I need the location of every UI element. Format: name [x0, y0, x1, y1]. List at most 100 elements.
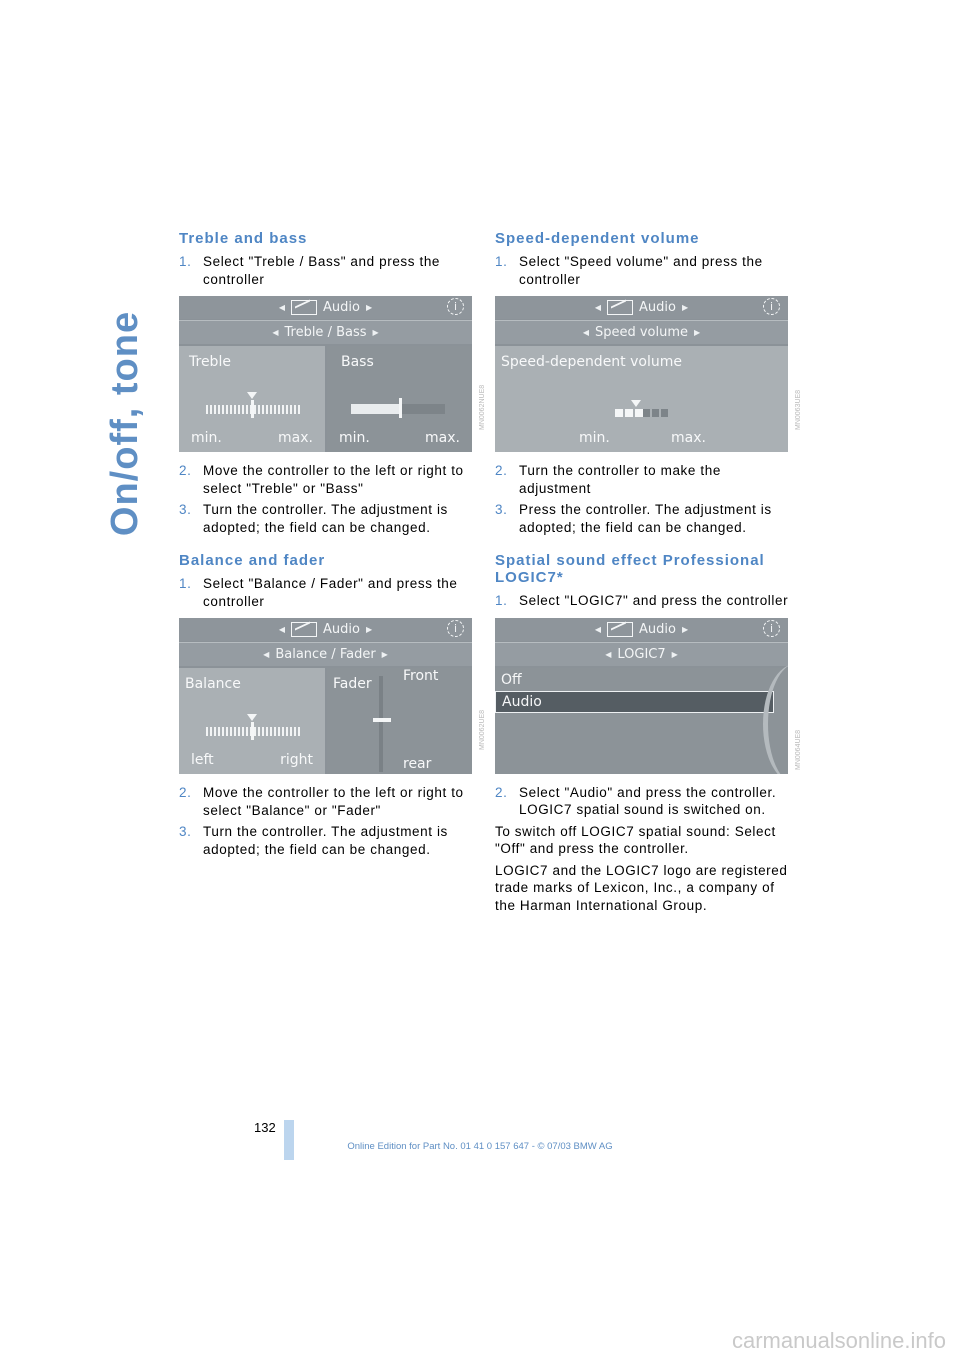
step-text: Press the controller. The adjustment is … — [519, 502, 772, 535]
speed-level-empty — [643, 409, 669, 417]
left-arrow-icon: ◀ — [594, 624, 602, 634]
list-item-off: Off — [501, 671, 522, 688]
step-number: 1. — [495, 593, 508, 608]
treble-bass-screen: ◀ Audio ▶ i ◀ Treble / Bass ▶ Treble min… — [179, 296, 472, 452]
balance-heading: Balance and fader — [179, 552, 326, 569]
bass-track — [401, 404, 445, 414]
balance-right-label: right — [280, 752, 313, 768]
right-arrow-icon: ▶ — [681, 303, 689, 312]
bass-indicator — [399, 398, 402, 418]
treble-marker-icon — [247, 392, 257, 399]
screen-title: Audio — [323, 300, 360, 315]
fader-label: Fader — [333, 676, 372, 692]
footer-edition: Online Edition for Part No. 01 41 0 157 … — [347, 1141, 613, 1152]
logic7-screen: ◀ Audio ▶ i ◀ LOGIC7 ▶ Off Audio — [495, 617, 788, 774]
step-text: Turn the controller. The adjustment is a… — [203, 502, 448, 535]
treble-panel: Treble min. max. — [179, 346, 325, 452]
left-arrow-icon: ◀ — [272, 328, 279, 337]
left-arrow-icon: ◀ — [582, 328, 589, 337]
balance-left-label: left — [191, 752, 214, 768]
bass-panel: Bass min. max. — [327, 346, 472, 452]
left-arrow-icon: ◀ — [594, 303, 602, 312]
right-arrow-icon: ▶ — [694, 328, 701, 337]
balance-step-1: 1. Select "Balance / Fader" and press th… — [179, 575, 475, 610]
right-arrow-icon: ▶ — [365, 625, 373, 634]
logic7-step-2: 2. Select "Audio" and press the controll… — [495, 784, 791, 819]
right-column: Speed-dependent volume 1. Select "Speed … — [495, 230, 802, 918]
right-arrow-icon: ▶ — [381, 650, 388, 659]
step-text: Move the controller to the left or right… — [203, 463, 464, 496]
figure-code: MN0063UE8 — [795, 389, 802, 430]
fader-track — [379, 676, 383, 772]
speed-step-3: 3. Press the controller. The adjustment … — [495, 501, 791, 536]
side-title-text: On/off, tone — [104, 310, 147, 536]
screen-subtitle: Balance / Fader — [275, 647, 376, 662]
audio-icon — [607, 300, 634, 315]
section-side-title: On/off, tone — [96, 228, 156, 618]
balance-indicator — [251, 722, 254, 740]
speed-volume-screen: ◀ Audio ▶ i ◀ Speed volume ▶ Speed-depen… — [495, 296, 788, 452]
screen-subheader: ◀ Treble / Bass ▶ — [179, 320, 472, 344]
fader-rear-label: rear — [403, 756, 432, 772]
treble-min-label: min. — [191, 430, 222, 446]
fader-panel: Fader Front rear — [327, 668, 472, 774]
figure-code: MN0064UE8 — [795, 729, 802, 770]
right-arrow-icon: ▶ — [372, 328, 379, 337]
screen-subtitle: LOGIC7 — [617, 646, 666, 662]
step-number: 2. — [179, 785, 192, 800]
left-arrow-icon: ◀ — [605, 649, 612, 659]
fader-indicator — [373, 718, 391, 722]
treble-label: Treble — [189, 354, 231, 370]
speed-panel: Speed-dependent volume min. max. — [495, 346, 788, 452]
treble-indicator — [251, 400, 254, 418]
step-text: Select "Treble / Bass" and press the con… — [203, 254, 441, 287]
audio-icon — [291, 622, 318, 637]
step-number: 1. — [179, 576, 192, 591]
treble-step-1: 1. Select "Treble / Bass" and press the … — [179, 253, 475, 288]
screen-subheader: ◀ Speed volume ▶ — [495, 320, 788, 344]
treble-step-3: 3. Turn the controller. The adjustment i… — [179, 501, 475, 536]
step-text: Select "Audio" and press the controller.… — [519, 784, 777, 818]
treble-max-label: max. — [278, 430, 313, 446]
screen-header: ◀ Audio ▶ i — [495, 617, 788, 641]
step-text: Move the controller to the left or right… — [203, 785, 464, 818]
bass-fill — [351, 404, 401, 414]
step-number: 3. — [179, 502, 192, 517]
logic7-trademark-note: LOGIC7 and the LOGIC7 logo are registere… — [495, 862, 788, 913]
screen-header: ◀ Audio ▶ i — [495, 296, 788, 319]
step-text: Select "Balance / Fader" and press the c… — [203, 576, 458, 609]
scroll-arc — [763, 663, 788, 774]
screen-subtitle: Speed volume — [594, 325, 689, 340]
logic7-list-panel: Off Audio — [495, 663, 788, 774]
bass-min-label: min. — [339, 430, 370, 446]
watermark: carmanualsonline.info — [731, 1328, 946, 1353]
balance-label: Balance — [185, 676, 241, 692]
right-arrow-icon: ▶ — [681, 624, 689, 634]
fader-front-label: Front — [403, 668, 439, 684]
audio-icon — [607, 621, 634, 637]
screen-header: ◀ Audio ▶ i — [179, 296, 472, 319]
screen-title: Audio — [639, 621, 676, 637]
balance-panel: Balance left right — [179, 668, 325, 774]
bass-max-label: max. — [425, 430, 460, 446]
list-item-audio-selected: Audio — [495, 690, 774, 713]
figure-code: MN0062NUE8 — [479, 384, 486, 430]
step-text: Select "LOGIC7" and press the controller — [519, 593, 789, 608]
speed-max-label: max. — [671, 430, 706, 446]
screen-subtitle: Treble / Bass — [284, 325, 367, 340]
right-arrow-icon: ▶ — [671, 649, 678, 659]
right-arrow-icon: ▶ — [365, 303, 373, 312]
treble-heading: Treble and bass — [179, 230, 308, 247]
step-number: 2. — [495, 463, 508, 478]
info-icon: i — [763, 619, 780, 637]
balance-fader-screen: ◀ Audio ▶ i ◀ Balance / Fader ▶ Balance … — [179, 618, 472, 774]
step-text: Turn the controller to make the adjustme… — [519, 463, 721, 496]
speed-step-2: 2. Turn the controller to make the adjus… — [495, 462, 791, 497]
speed-step-1: 1. Select "Speed volume" and press the c… — [495, 253, 791, 288]
speed-min-label: min. — [579, 430, 610, 446]
balance-step-2: 2. Move the controller to the left or ri… — [179, 784, 475, 819]
logic7-step-1: 1. Select "LOGIC7" and press the control… — [495, 592, 791, 610]
page-accent-bar — [284, 1120, 294, 1160]
step-number: 2. — [179, 463, 192, 478]
screen-header: ◀ Audio ▶ i — [179, 618, 472, 641]
